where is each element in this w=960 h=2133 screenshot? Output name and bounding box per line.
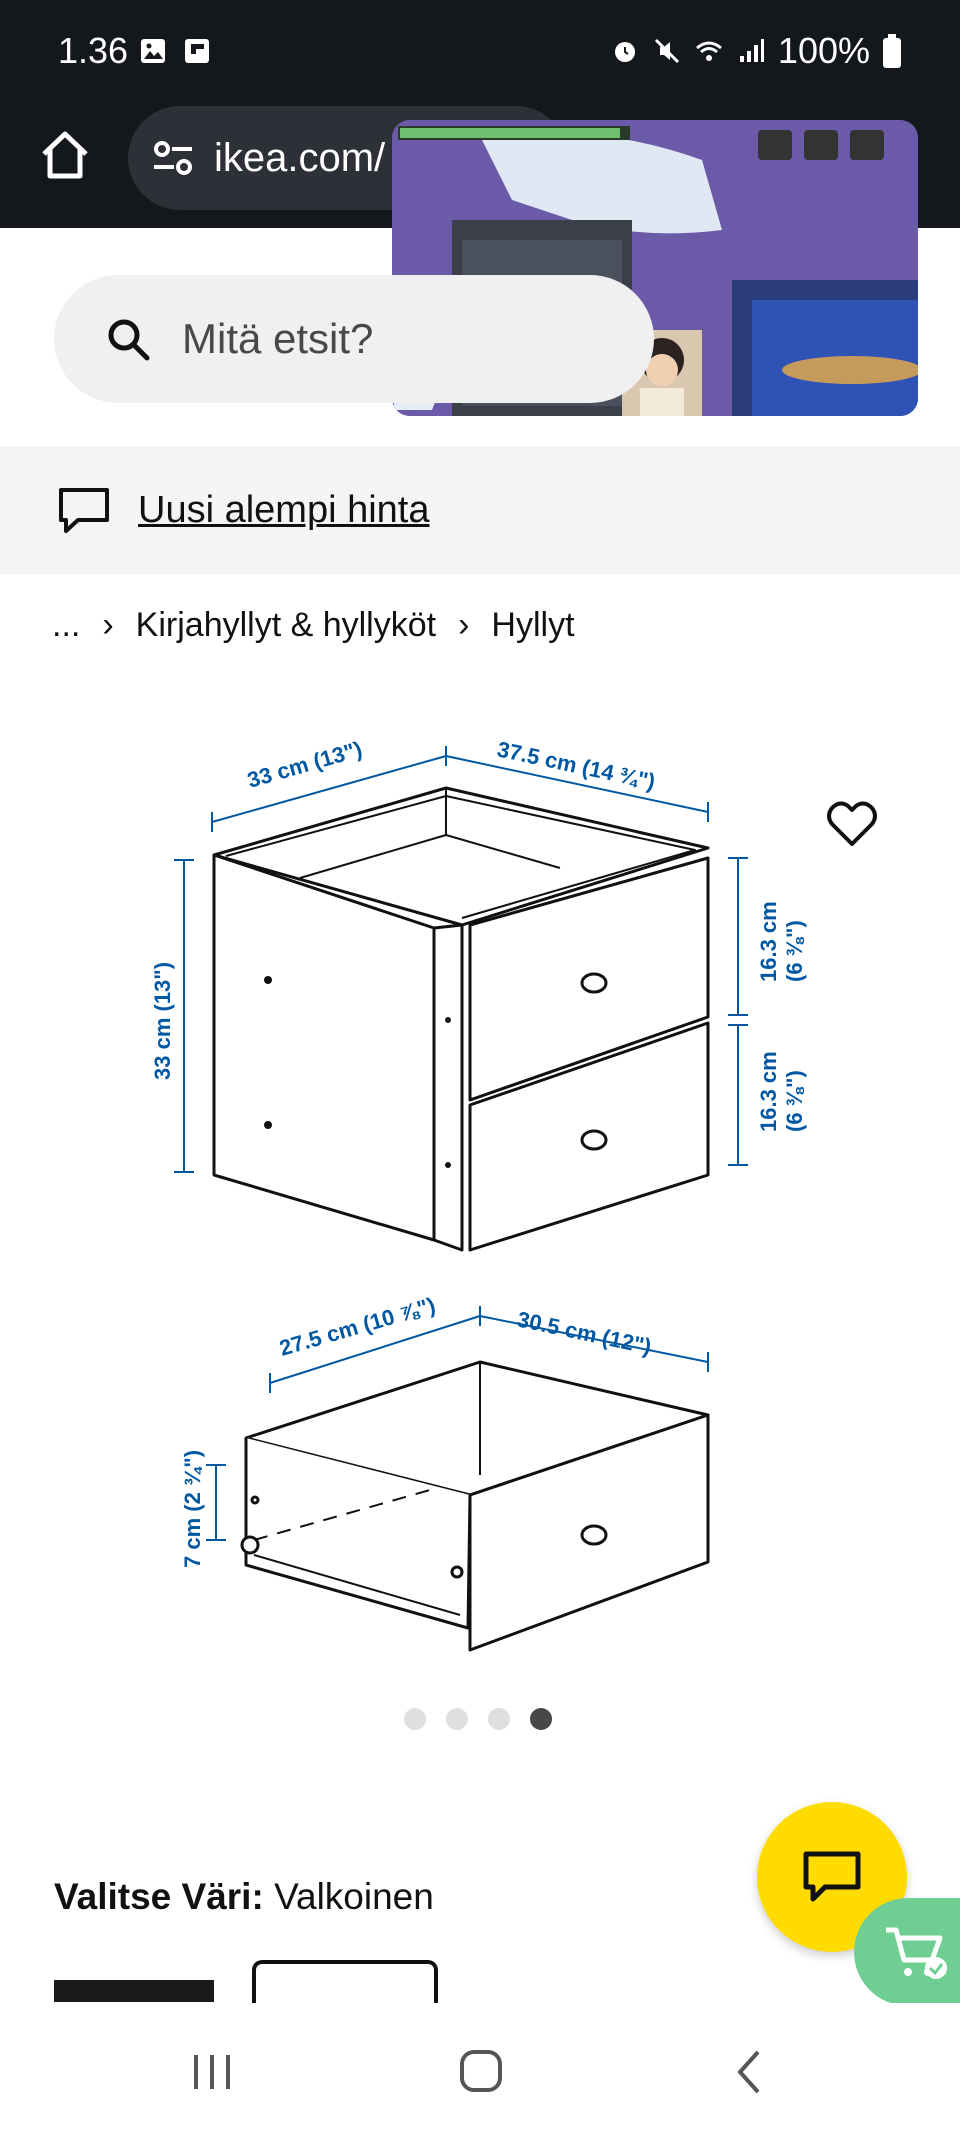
status-time: 1.36 <box>58 30 129 71</box>
color-value: Valkoinen <box>274 1876 434 1917</box>
breadcrumb: ... › Kirjahyllyt & hyllyköt › Hyllyt <box>52 606 575 645</box>
wifi-icon <box>695 41 722 61</box>
carousel-dot[interactable] <box>404 1708 426 1730</box>
dimension-drawing: 33 cm (13") 37.5 cm (14 ¾") 33 cm (13") … <box>150 736 807 1652</box>
tune-icon[interactable] <box>152 140 194 176</box>
recent-apps-icon[interactable] <box>182 2047 242 2097</box>
system-nav-bar <box>0 2003 960 2133</box>
dim-drawer-h1: 16.3 cm <box>756 901 781 982</box>
dim-drawer-depth: 30.5 cm (12") <box>515 1306 654 1359</box>
dim-drawer-h2: 16.3 cm <box>756 1051 781 1132</box>
search-placeholder: Mitä etsit? <box>182 315 374 362</box>
signal-icon <box>739 39 764 62</box>
swatch-white[interactable] <box>252 1960 438 2004</box>
dim-drawer-height: 7 cm (2 ¾") <box>180 1450 205 1568</box>
home-nav-icon[interactable] <box>450 2047 510 2097</box>
alarm-icon <box>614 42 635 62</box>
carousel-dots <box>404 1708 552 1730</box>
chat-bubble-icon <box>59 488 109 533</box>
battery-icon <box>883 34 901 68</box>
home-icon[interactable] <box>38 128 92 182</box>
battery-percent: 100% <box>777 30 870 71</box>
status-bar: 1.36 100% <box>0 0 960 106</box>
swatch-black[interactable] <box>54 1980 214 2002</box>
chevron-right-icon: › <box>102 606 114 644</box>
heart-icon[interactable] <box>824 796 880 852</box>
carousel-dot-active[interactable] <box>530 1708 552 1730</box>
color-selector-label: Valitse Väri: Valkoinen <box>54 1876 434 1918</box>
search-bar[interactable]: Mitä etsit? <box>54 275 654 403</box>
product-image[interactable]: 33 cm (13") 37.5 cm (14 ¾") 33 cm (13") … <box>130 720 850 1680</box>
search-icon <box>108 319 150 361</box>
gallery-icon <box>141 39 165 63</box>
flipboard-icon <box>185 39 209 63</box>
dim-width-right: 37.5 cm (14 ¾") <box>495 736 658 794</box>
color-label: Valitse Väri: <box>54 1876 264 1917</box>
dim-drawer-width: 27.5 cm (10 ⅞") <box>276 1292 438 1360</box>
back-icon[interactable] <box>720 2047 780 2097</box>
chevron-right-icon: › <box>458 606 470 644</box>
carousel-dot[interactable] <box>488 1708 510 1730</box>
dim-height-left: 33 cm (13") <box>150 962 175 1080</box>
breadcrumb-item-bookcases[interactable]: Kirjahyllyt & hyllyköt <box>135 606 437 644</box>
breadcrumb-item-shelves[interactable]: Hyllyt <box>491 606 575 644</box>
carousel-dot[interactable] <box>446 1708 468 1730</box>
mute-icon <box>654 38 679 64</box>
cart-icon <box>886 1927 947 1979</box>
banner-link[interactable]: Uusi alempi hinta <box>138 488 430 531</box>
chat-icon <box>803 1851 861 1902</box>
breadcrumb-ellipsis[interactable]: ... <box>52 606 81 644</box>
dim-drawer-h1-in: (6 ⅜") <box>782 920 807 982</box>
dim-drawer-h2-in: (6 ⅜") <box>782 1070 807 1132</box>
cart-button[interactable] <box>854 1898 960 2006</box>
price-banner[interactable]: Uusi alempi hinta <box>0 446 960 574</box>
url-text: ikea.com/ <box>214 135 386 180</box>
